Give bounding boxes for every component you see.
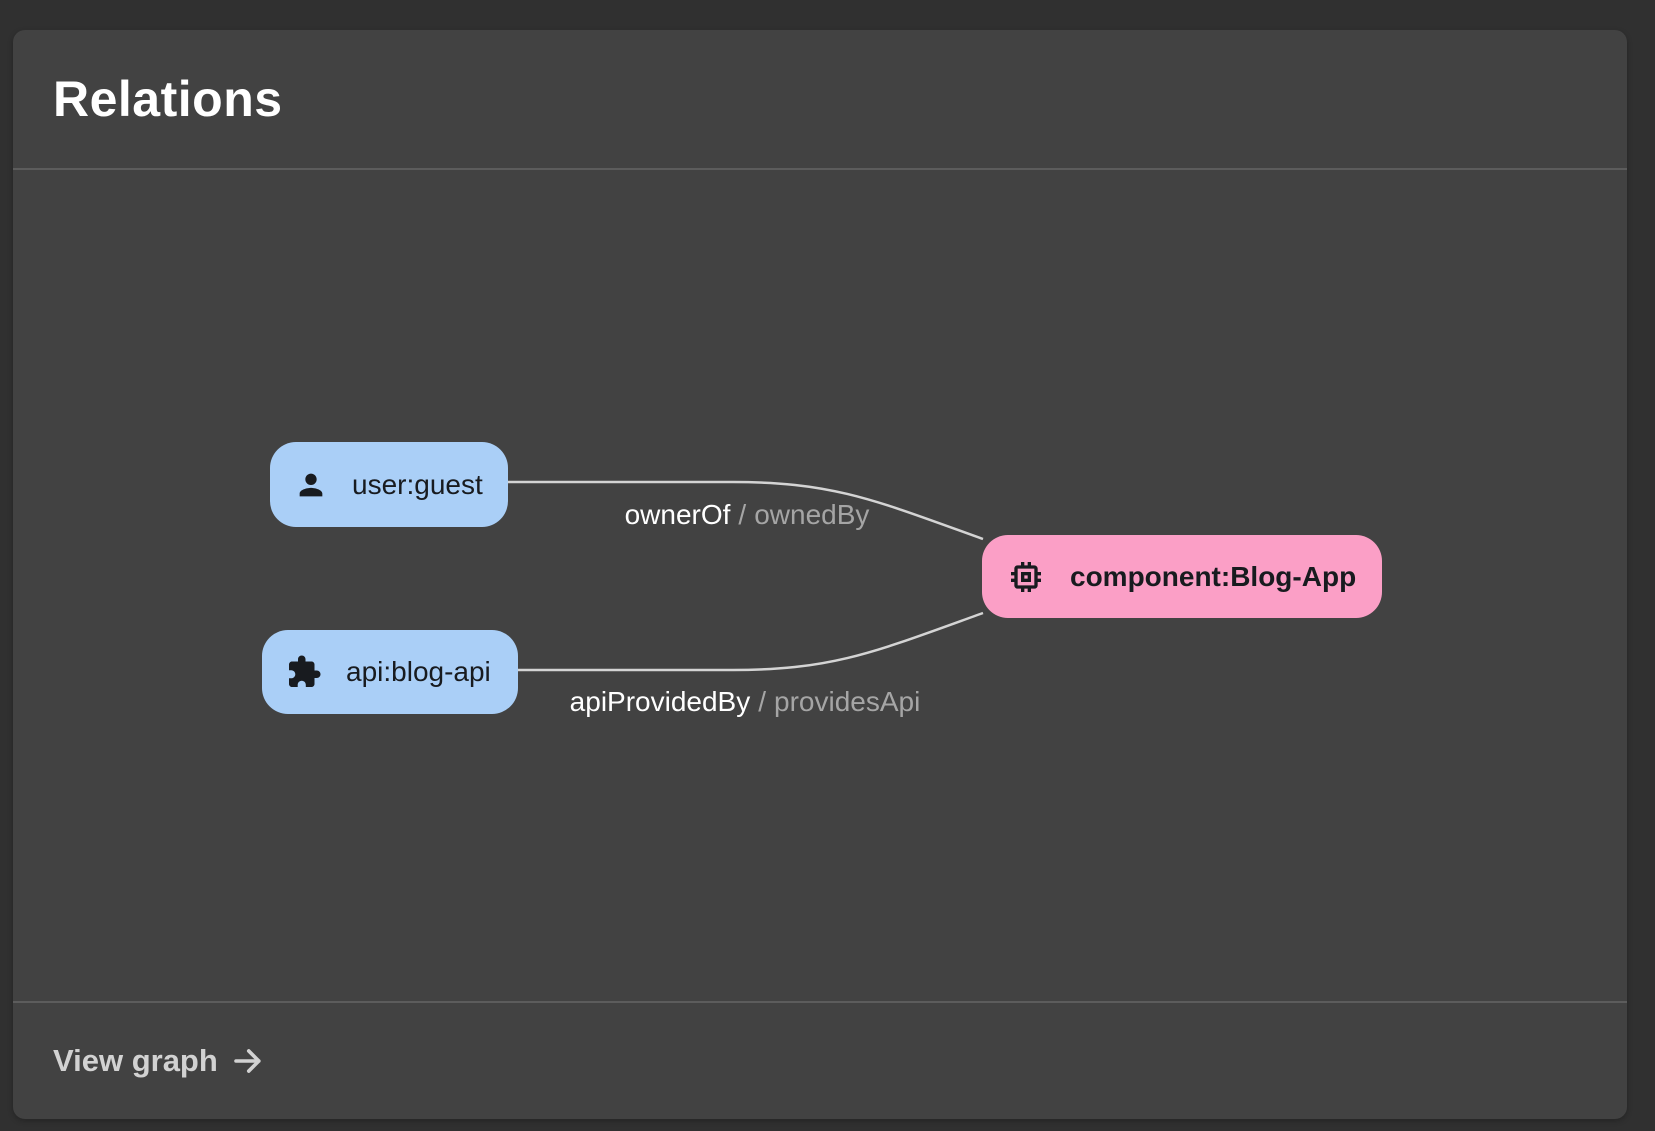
edge-label-ownerof: ownerOf/ownedBy	[625, 499, 870, 531]
card-footer: View graph	[13, 1001, 1627, 1119]
edge-apiprovidedby	[518, 611, 984, 672]
relation-separator: /	[758, 686, 767, 717]
relation-edges	[508, 480, 984, 672]
relation-forward: ownerOf	[624, 499, 731, 530]
view-graph-link[interactable]: View graph	[53, 1043, 266, 1079]
arrow-right-icon	[234, 1049, 261, 1073]
node-label: component:Blog-App	[1070, 560, 1357, 592]
edge-ownerof	[508, 480, 984, 541]
puzzle-piece-icon	[289, 655, 321, 687]
person-icon	[299, 473, 323, 496]
edge-label-apiprovidedby: apiProvidedBy/providesApi	[570, 686, 921, 718]
relations-graph: user:guest api:blog-api component:Blog-A…	[13, 172, 1627, 1001]
relation-forward: apiProvidedBy	[569, 686, 751, 717]
relations-card: Relations user:guest api:blog-api compon…	[13, 30, 1627, 1119]
relation-reverse: ownedBy	[754, 499, 870, 530]
node-label: user:guest	[352, 468, 483, 500]
graph-node-user-guest[interactable]: user:guest	[270, 442, 508, 527]
memory-chip-icon	[1011, 561, 1041, 592]
graph-node-component-blog-app[interactable]: component:Blog-App	[982, 535, 1382, 618]
relation-reverse: providesApi	[774, 686, 921, 717]
card-title: Relations	[53, 71, 283, 127]
node-label: api:blog-api	[346, 656, 491, 687]
view-graph-label: View graph	[53, 1043, 218, 1078]
graph-node-api-blog-api[interactable]: api:blog-api	[262, 630, 518, 714]
relation-separator: /	[738, 499, 747, 530]
card-header: Relations	[13, 30, 1627, 170]
